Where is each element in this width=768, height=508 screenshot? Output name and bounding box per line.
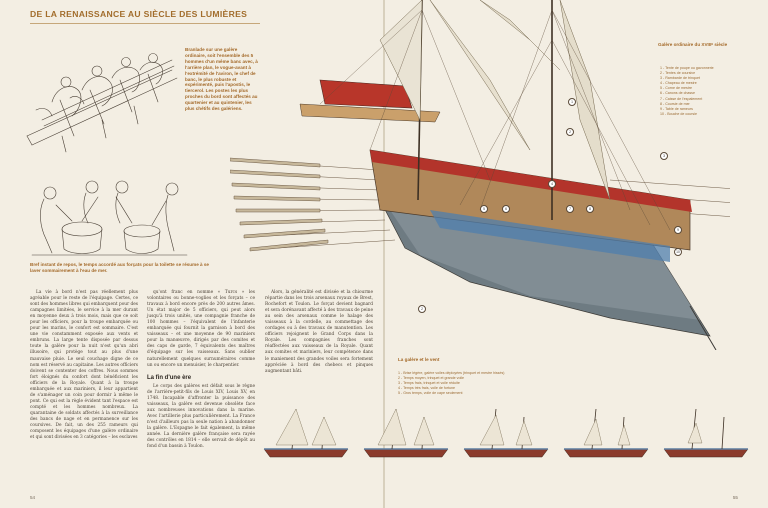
rowers-sketch bbox=[26, 53, 178, 153]
meal-caption: Bref instant de repos, le temps accordé … bbox=[30, 262, 209, 273]
text-column-3: Alors, la généralité est divisée et la c… bbox=[265, 290, 373, 375]
page-title: DE LA RENAISSANCE AU SIÈCLE DES LUMIÈRES bbox=[30, 9, 248, 19]
legend-item: 5 - Corne de mestre bbox=[660, 86, 692, 91]
wind-item: 2 - Temps moyen, trinquet et grande voil… bbox=[398, 376, 465, 381]
galley-illustration bbox=[230, 0, 730, 350]
legend-list: 1 - Tente de poupe ou gavonnerie 2 - Ten… bbox=[660, 66, 760, 117]
legend-item: 1 - Tente de poupe ou gavonnerie bbox=[660, 66, 714, 70]
text-column-1: La vie à bord n'est pas réellement plus … bbox=[30, 290, 138, 441]
wind-item: 5 - Gros temps, voile de cape seulement bbox=[398, 391, 463, 396]
callout-marker: 7 bbox=[566, 205, 574, 213]
legend-item: 2 - Tentes de coursive bbox=[660, 71, 696, 76]
legend-item: 6 - Canons de chasse bbox=[660, 91, 695, 96]
legend-item: 8 - Coursie de mer bbox=[660, 101, 690, 106]
section-text: Le corps des galères est défait sous le … bbox=[147, 383, 255, 450]
callout-marker: 3 bbox=[660, 152, 668, 160]
callout-marker: 9 bbox=[674, 226, 682, 234]
callout-marker: 2 bbox=[566, 128, 574, 136]
column-3-text: Alors, la généralité est divisée et la c… bbox=[265, 290, 373, 374]
wind-item: 1 - Brise légère, galère voiles déployée… bbox=[398, 371, 505, 375]
wind-section-title: La galère et le vent bbox=[398, 357, 440, 362]
wind-section-list: 1 - Brise légère, galère voiles déployée… bbox=[398, 371, 598, 396]
legend-title: Galère ordinaire du XVIIIᵉ siècle bbox=[658, 42, 728, 47]
legend-item: 10 - Bouche de coursie bbox=[660, 111, 697, 116]
callout-marker: 6 bbox=[502, 205, 510, 213]
book-gutter bbox=[383, 0, 385, 508]
page-number-right: 55 bbox=[732, 495, 738, 500]
column-2-text: qu'ont franc en nomme « Turcs » les volo… bbox=[147, 290, 255, 368]
legend-item: 4 - Chapeau de mestre bbox=[660, 81, 697, 86]
section-title: La fin d'une ère bbox=[147, 374, 192, 381]
callout-marker: 10 bbox=[674, 248, 682, 256]
legend-item: 3 - Rambarde de trinquet bbox=[660, 76, 700, 81]
column-1-text: La vie à bord n'est pas réellement plus … bbox=[30, 290, 138, 441]
callout-marker: 8 bbox=[586, 205, 594, 213]
legend-item: 7 - Caisse de l'espalement bbox=[660, 96, 703, 101]
page-number-left: 54 bbox=[30, 495, 36, 500]
wind-item: 4 - Temps très frais, voile de fortune bbox=[398, 386, 456, 391]
callout-marker: 2 bbox=[418, 305, 426, 313]
meal-sketch bbox=[31, 180, 188, 256]
callout-marker: 1 bbox=[568, 98, 576, 106]
small-galleys bbox=[263, 408, 749, 458]
wind-item: 3 - Temps frais, trinquet et voile rédui… bbox=[398, 381, 460, 386]
text-column-2: qu'ont franc en nomme « Turcs » les volo… bbox=[147, 290, 255, 450]
callout-marker: 5 bbox=[480, 205, 488, 213]
legend-item: 9 - Table de rameurs bbox=[660, 106, 693, 111]
callout-marker: 4 bbox=[548, 180, 556, 188]
rowers-caption: Branlade sur une galère ordinaire, soit … bbox=[185, 47, 258, 112]
title-rule bbox=[30, 23, 260, 24]
